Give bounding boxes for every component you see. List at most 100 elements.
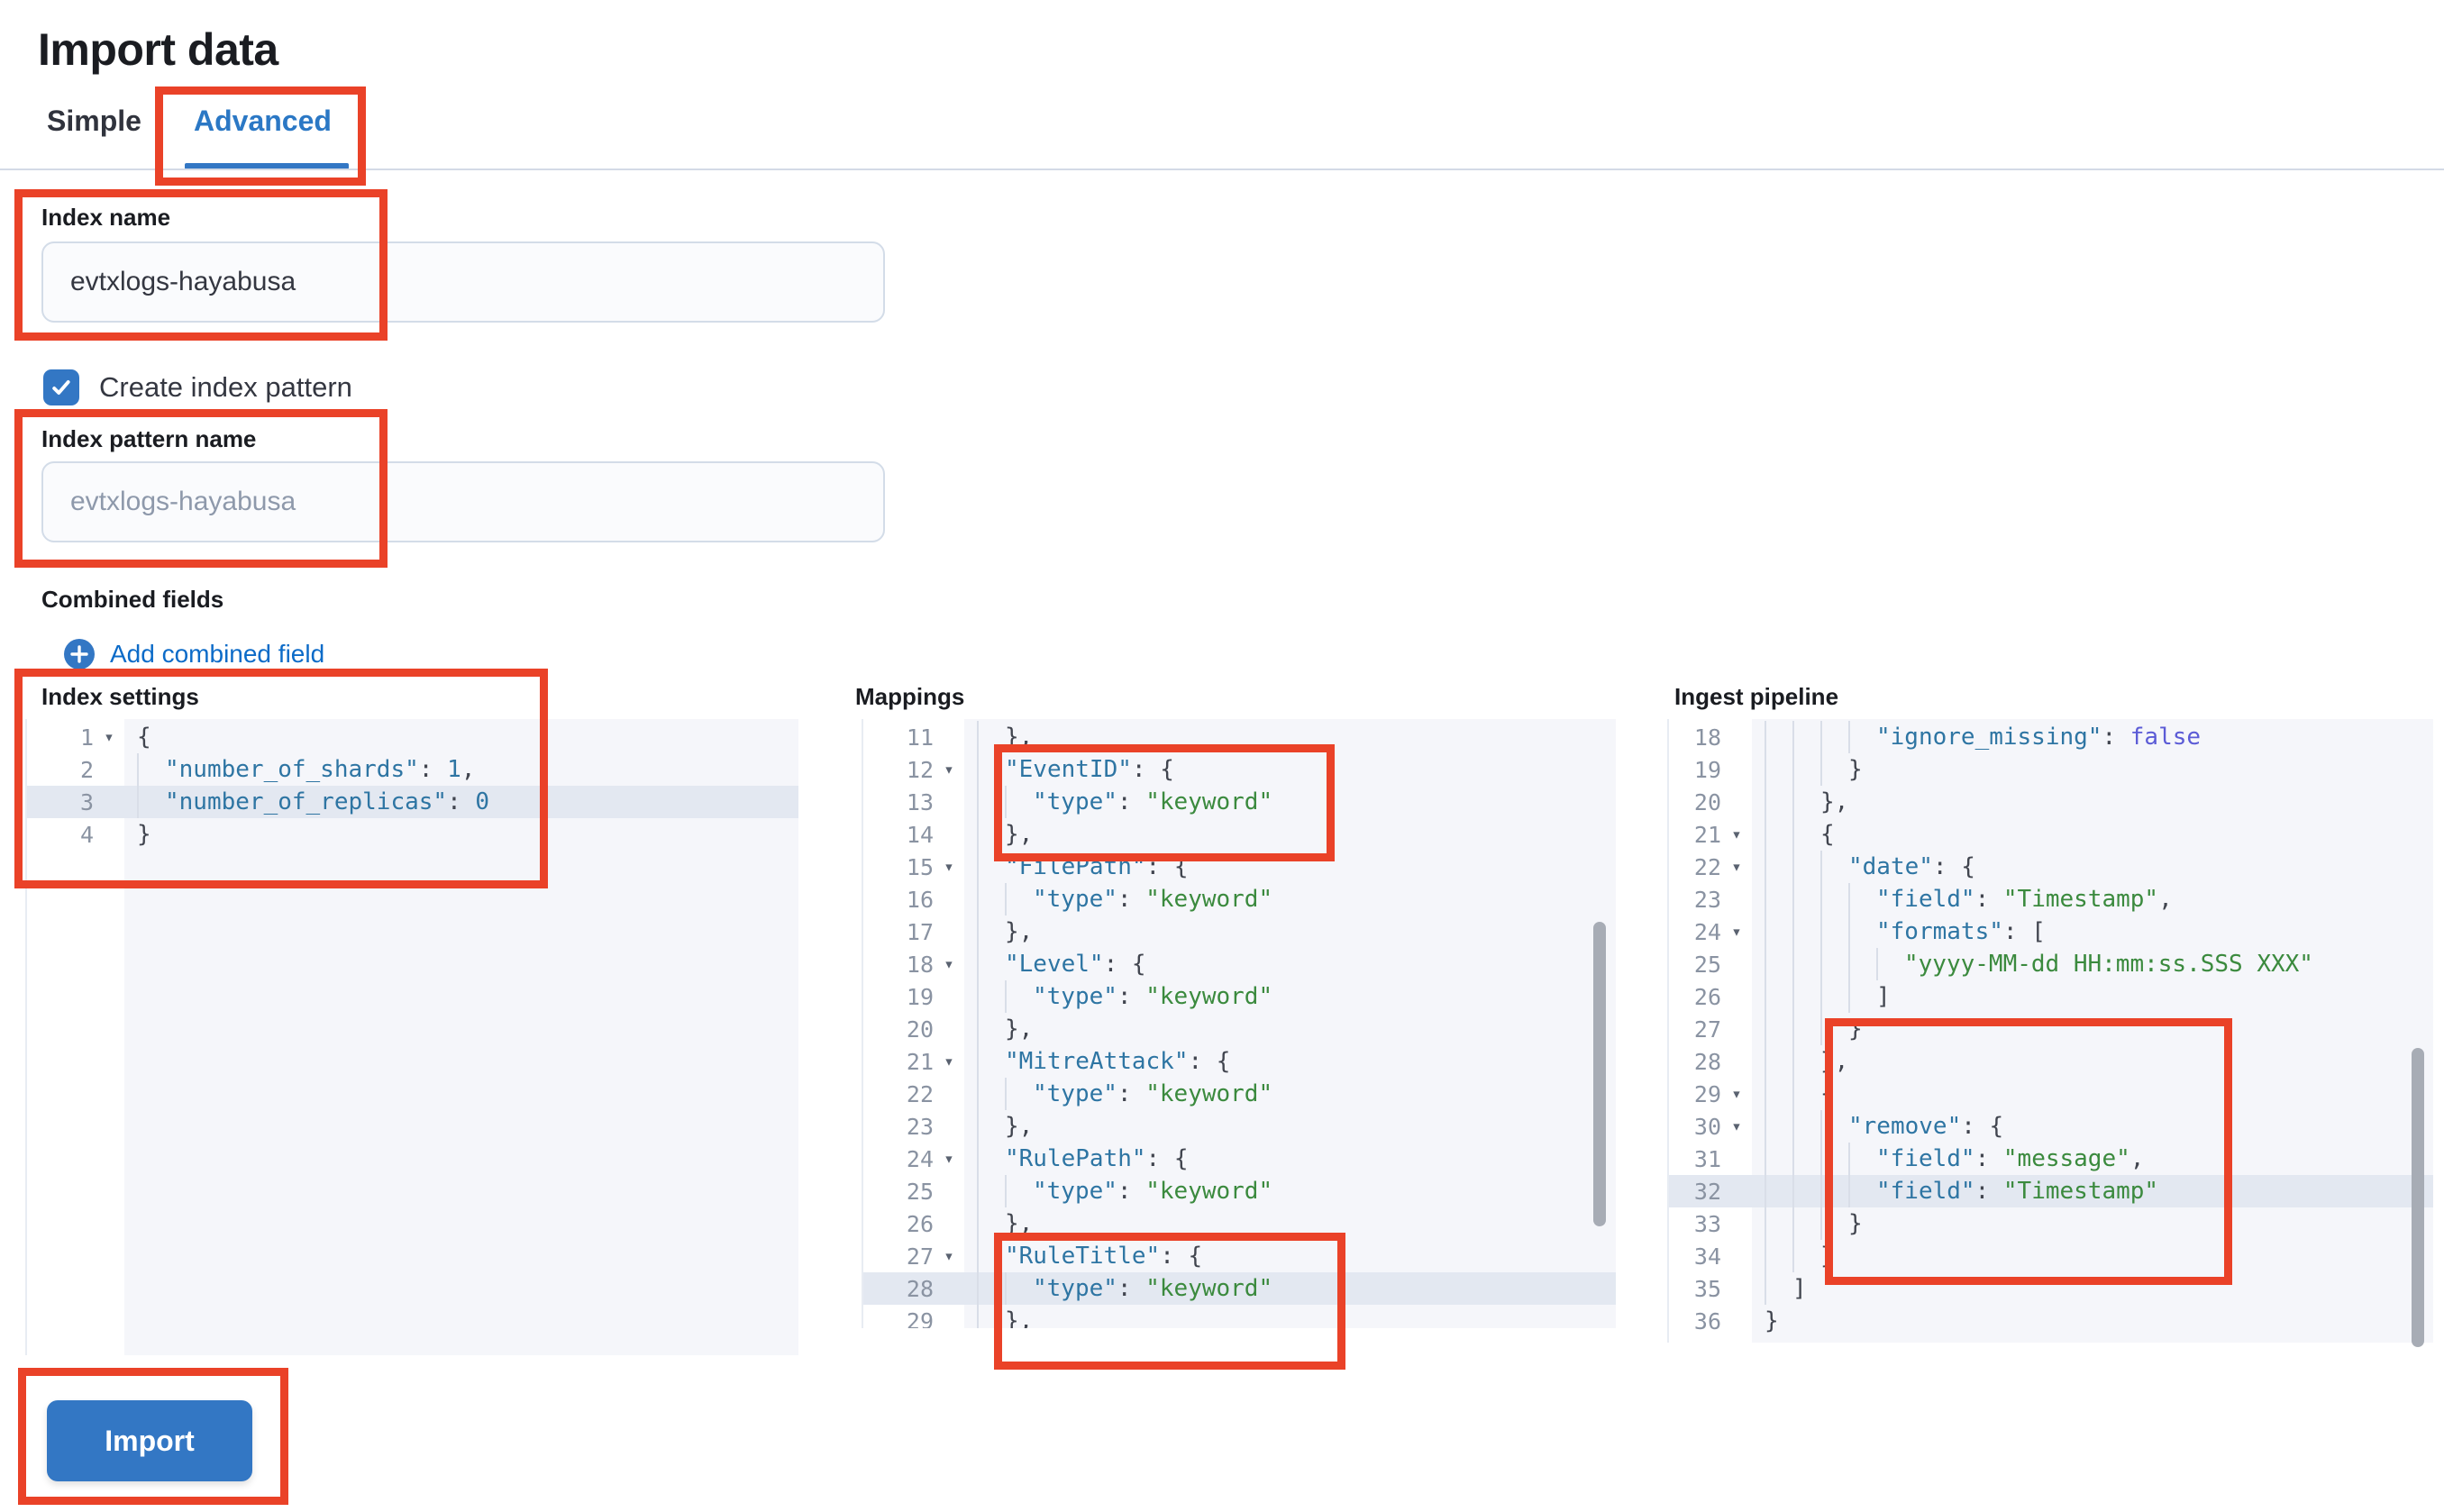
line-number: 1 <box>79 724 94 751</box>
checkbox-checked-icon[interactable] <box>43 369 79 405</box>
code-token: }, <box>1005 821 1034 848</box>
line-number: 21 <box>1693 821 1721 848</box>
code-token: : <box>1974 1178 2003 1205</box>
fold-arrow-icon[interactable]: ▾ <box>944 760 954 779</box>
line-number: 20 <box>906 1016 934 1043</box>
code-token: "field" <box>1876 1145 1975 1172</box>
line-number: 16 <box>906 886 934 913</box>
line-number: 22 <box>906 1080 934 1107</box>
indent-guide <box>977 1240 1005 1272</box>
add-combined-field-link[interactable]: Add combined field <box>63 638 324 670</box>
indent-guide <box>1820 883 1848 915</box>
code-line: 19"type": "keyword" <box>863 980 1616 1013</box>
code-line: 24▾"RulePath": { <box>863 1143 1616 1175</box>
code-token: "field" <box>1876 1178 1975 1205</box>
fold-arrow-icon[interactable]: ▾ <box>944 1149 954 1169</box>
code-line: 31"field": "message", <box>1669 1143 2433 1175</box>
code-line: 36} <box>1669 1305 2433 1337</box>
code-token: } <box>1848 756 1863 783</box>
line-number: 25 <box>1693 951 1721 978</box>
index-name-input[interactable] <box>41 241 885 323</box>
line-number: 2 <box>79 756 94 783</box>
code-token: "Level" <box>1005 951 1104 978</box>
indent-guide <box>977 851 1005 883</box>
code-token: : [ <box>2002 918 2046 945</box>
code-token: false <box>2129 724 2202 751</box>
ingest-pipeline-scrollbar[interactable] <box>2412 1048 2424 1347</box>
code-line: 11}, <box>863 721 1616 753</box>
line-number: 18 <box>1693 724 1721 751</box>
line-number: 21 <box>906 1048 934 1075</box>
code-token: , <box>2158 886 2173 913</box>
create-index-pattern-label: Create index pattern <box>99 371 352 403</box>
fold-arrow-icon[interactable]: ▾ <box>1731 1116 1742 1136</box>
code-line: 27} <box>1669 1013 2433 1045</box>
fold-arrow-icon[interactable]: ▾ <box>944 1246 954 1266</box>
code-token: : { <box>1145 853 1189 880</box>
create-index-pattern-checkbox-row[interactable]: Create index pattern <box>43 369 352 405</box>
code-token: ] <box>1792 1275 1807 1302</box>
code-token: , <box>2129 1145 2145 1172</box>
code-token: : <box>1117 886 1146 913</box>
index-pattern-name-input[interactable] <box>41 461 885 542</box>
indent-guide <box>1005 1272 1033 1305</box>
code-token: : <box>1117 1275 1146 1302</box>
code-token: : { <box>1961 1113 2004 1140</box>
code-line: 21▾{ <box>1669 818 2433 851</box>
line-number: 23 <box>906 1113 934 1140</box>
fold-arrow-icon[interactable]: ▾ <box>944 857 954 877</box>
code-token: { <box>137 724 151 751</box>
indent-guide <box>1876 948 1904 980</box>
fold-arrow-icon[interactable]: ▾ <box>944 954 954 974</box>
indent-guide <box>1792 721 1820 753</box>
fold-arrow-icon[interactable]: ▾ <box>1731 857 1742 877</box>
index-settings-editor[interactable]: 1▾{2"number_of_shards": 1,3"number_of_re… <box>25 719 798 1355</box>
line-number: 24 <box>906 1145 934 1172</box>
indent-guide <box>977 1272 1005 1305</box>
fold-arrow-icon[interactable]: ▾ <box>1731 1084 1742 1104</box>
code-line: 27▾"RuleTitle": { <box>863 1240 1616 1272</box>
indent-guide <box>1792 1207 1820 1240</box>
indent-guide <box>1820 1175 1848 1207</box>
mappings-editor[interactable]: 11},12▾"EventID": {13"type": "keyword"14… <box>862 719 1616 1328</box>
indent-guide <box>977 1013 1005 1045</box>
indent-guide <box>977 915 1005 948</box>
fold-arrow-icon[interactable]: ▾ <box>1731 824 1742 844</box>
indent-guide <box>1792 1143 1820 1175</box>
fold-arrow-icon[interactable]: ▾ <box>1731 922 1742 942</box>
indent-guide <box>1848 883 1876 915</box>
indent-guide <box>1792 1045 1820 1078</box>
indent-guide <box>1792 980 1820 1013</box>
line-number: 3 <box>79 788 94 815</box>
indent-guide <box>1765 1143 1792 1175</box>
code-token: "MitreAttack" <box>1005 1048 1189 1075</box>
code-token: "keyword" <box>1145 1275 1273 1302</box>
code-token: : <box>418 756 448 783</box>
indent-guide <box>1765 883 1792 915</box>
fold-arrow-icon[interactable]: ▾ <box>104 727 114 747</box>
code-token: : { <box>1188 1048 1231 1075</box>
indent-guide <box>977 753 1005 786</box>
code-line: 13"type": "keyword" <box>863 786 1616 818</box>
code-token: "number_of_shards" <box>165 756 419 783</box>
page-title: Import data <box>38 24 278 75</box>
code-token: : <box>1117 1178 1146 1205</box>
import-button[interactable]: Import <box>47 1400 252 1481</box>
tab-advanced[interactable]: Advanced <box>194 105 332 137</box>
code-token: ] <box>1876 983 1891 1010</box>
indent-guide <box>977 818 1005 851</box>
code-token: "date" <box>1848 853 1933 880</box>
code-token: "field" <box>1876 886 1975 913</box>
mappings-scrollbar[interactable] <box>1593 922 1606 1226</box>
code-token: "RuleTitle" <box>1005 1243 1161 1270</box>
line-number: 31 <box>1693 1145 1721 1172</box>
fold-arrow-icon[interactable]: ▾ <box>944 1052 954 1071</box>
code-token: , <box>461 756 476 783</box>
indent-guide <box>1765 915 1792 948</box>
line-number: 28 <box>906 1275 934 1302</box>
tab-simple[interactable]: Simple <box>47 105 141 137</box>
code-token: "EventID" <box>1005 756 1132 783</box>
indent-guide <box>1765 721 1792 753</box>
